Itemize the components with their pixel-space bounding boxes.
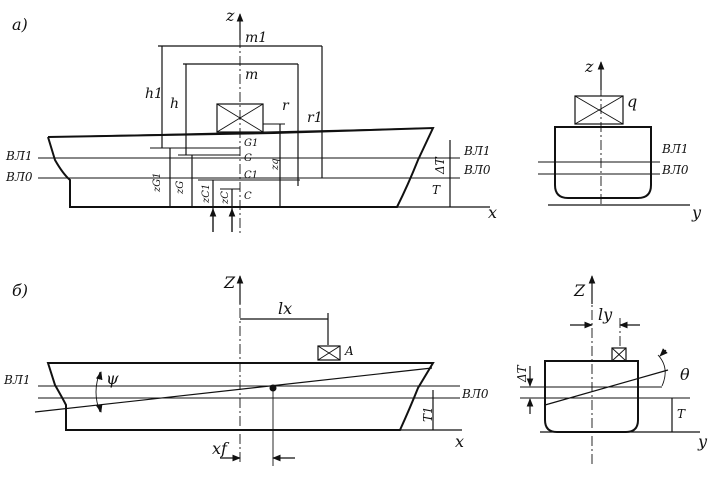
transverse-hull-outline — [554, 126, 652, 199]
transverse-wl0-label: ВЛ0 — [661, 163, 689, 177]
g-label: G — [244, 153, 252, 164]
trim-inclined-waterline — [34, 367, 433, 413]
heel-hull-outline — [544, 360, 639, 433]
lx-label: lx — [278, 299, 292, 318]
g1-label: G1 — [244, 138, 258, 149]
psi-arrow-bottom — [95, 403, 103, 413]
theta-label: θ — [680, 365, 690, 384]
cargo-q-label: q — [627, 92, 637, 111]
transverse-y-label: y — [691, 203, 702, 222]
t-label: T — [432, 183, 441, 197]
load-a-box — [317, 345, 341, 361]
trim-wl1-label: ВЛ1 — [3, 373, 30, 387]
ly-label: ly — [598, 305, 613, 324]
zc1-label: zC1 — [201, 184, 212, 204]
psi-arrow-top — [95, 371, 103, 381]
xf-label: xf — [212, 439, 230, 458]
r1-label: r1 — [307, 110, 323, 126]
c1-label: C1 — [244, 170, 258, 181]
h-label: h — [170, 96, 179, 112]
panel-b-transverse: Z ly θ ΔT T y — [515, 275, 708, 466]
psi-label: ψ — [106, 369, 119, 388]
panel-b-tag: б) — [12, 281, 28, 300]
h1-label: h1 — [145, 86, 163, 102]
metacentre-m-label: m — [245, 67, 258, 83]
zg-label: zG — [175, 181, 186, 195]
load-a-label: A — [344, 344, 354, 358]
zq-label: zq — [270, 158, 281, 171]
waterline-wl0-label: ВЛ0 — [5, 170, 33, 184]
waterline-wl1-label: ВЛ1 — [5, 149, 32, 163]
waterline-wl1-label-right: ВЛ1 — [463, 144, 490, 158]
panel-a-tag: а) — [12, 15, 28, 34]
r-label: r — [282, 98, 290, 114]
cargo-q-diag-2 — [574, 95, 624, 125]
load-a-diag-2 — [317, 345, 341, 361]
panel-a-transverse: q z ВЛ1 ВЛ0 y — [538, 57, 702, 222]
heel-y-label: y — [697, 432, 708, 451]
heel-load-diag-2 — [611, 347, 627, 362]
c-label: C — [244, 191, 252, 202]
trim-z-label: Z — [223, 273, 236, 292]
cargo-q-box — [574, 95, 624, 125]
theta-arrow — [659, 348, 668, 357]
dt-label: ΔT — [433, 156, 447, 175]
transverse-z-label: z — [584, 57, 594, 76]
trim-wl0-label: ВЛ0 — [461, 387, 489, 401]
psi-angle-arc — [95, 371, 101, 413]
cargo-box-diag-2 — [216, 103, 264, 133]
cargo-box — [216, 103, 264, 133]
z-axis-label: z — [225, 6, 235, 25]
zg1-label: zG1 — [152, 172, 163, 193]
zc-label: zC — [220, 191, 231, 205]
ship-hull-outline — [47, 126, 435, 208]
heel-z-label: Z — [573, 281, 586, 300]
heel-load-box — [611, 347, 627, 362]
t1-label: T1 — [421, 406, 435, 422]
panel-b-longitudinal: б) Z x lx A ВЛ1 ВЛ0 ψ T1 — [3, 273, 489, 466]
x-axis-label: x — [488, 203, 497, 222]
waterline-wl0-label-right: ВЛ0 — [463, 163, 491, 177]
heel-inclined-waterline — [544, 369, 669, 406]
panel-a-longitudinal: а) z x ВЛ1 ВЛ0 ВЛ1 ВЛ0 m1 m h1 h r — [5, 6, 497, 235]
heel-dt-label: ΔT — [515, 364, 529, 383]
theta-angle-arc — [657, 354, 666, 387]
heel-t-label: T — [677, 407, 686, 421]
transverse-wl1-label: ВЛ1 — [661, 142, 688, 156]
metacentre-m1-label: m1 — [245, 30, 267, 46]
trim-x-label: x — [455, 432, 464, 451]
